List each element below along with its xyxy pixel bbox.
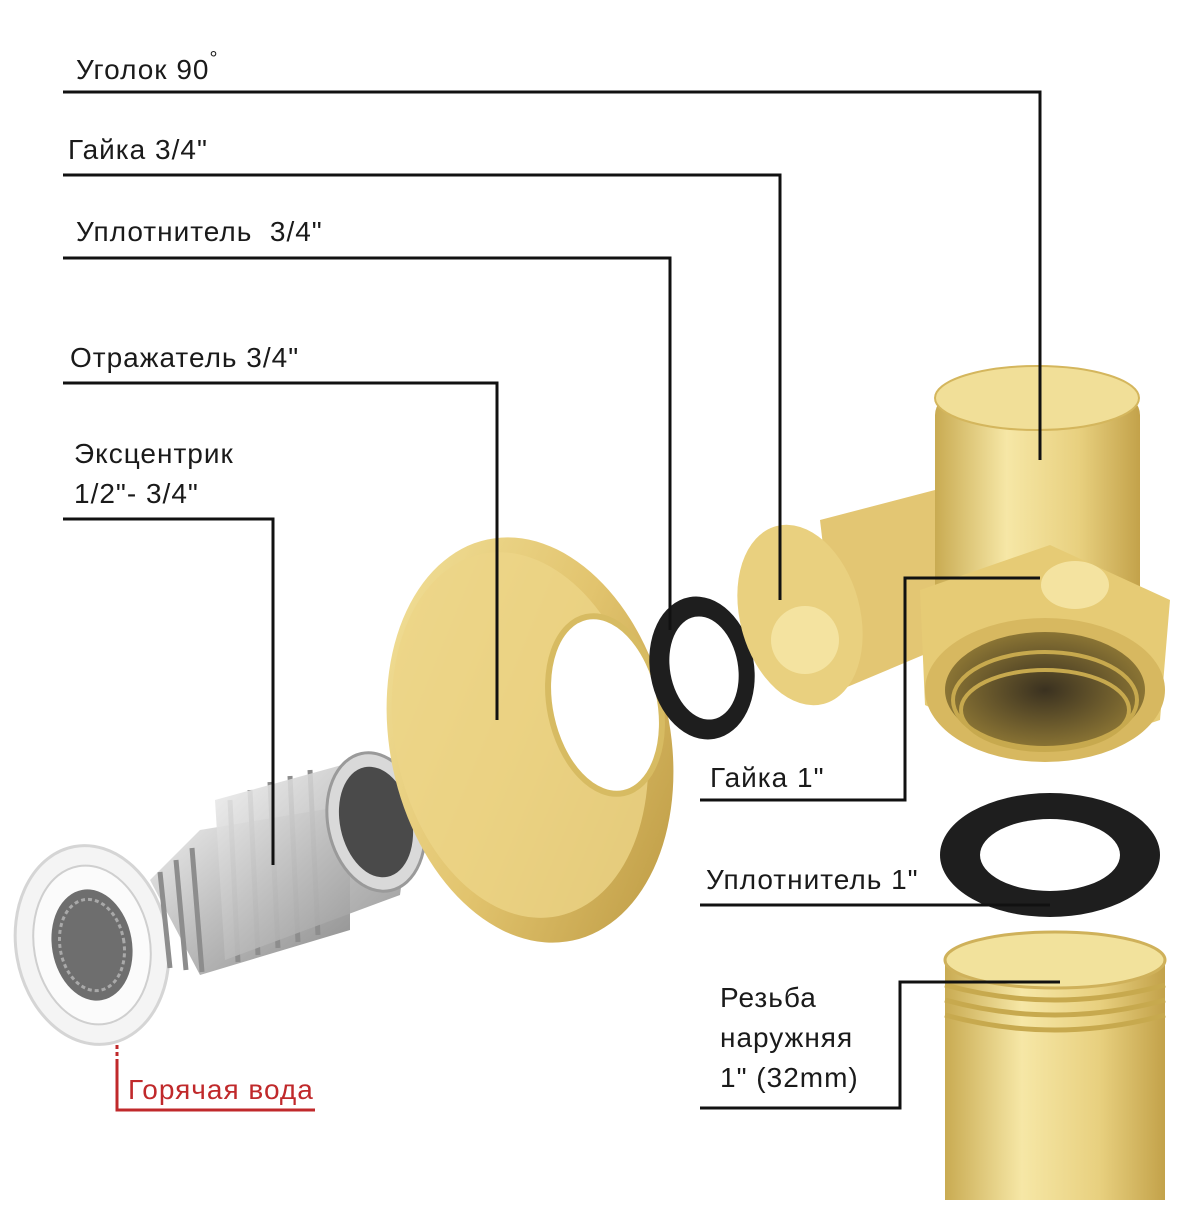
leader-lines [63,90,1060,1110]
label-reflector: Отражатель 3/4" [70,342,300,373]
elbow-part [737,365,1170,762]
label-thread-line1: Резьба [720,982,817,1013]
label-thread-line2: наружняя [720,1022,854,1053]
label-seal-1: Уплотнитель 1" [706,864,919,895]
label-elbow: Уголок 90° [76,48,218,87]
seal-3-4-part [649,596,755,740]
leader-eccentric [63,517,275,865]
label-seal-3-4: Уплотнитель 3/4" [76,216,323,247]
wall-fitting [13,844,171,1046]
leader-nut-1 [700,576,1040,802]
leader-seal-3-4 [63,256,672,630]
reflector-part [386,537,674,943]
label-nut-1: Гайка 1" [710,762,825,793]
label-eccentric-line1: Эксцентрик [74,438,234,469]
seal-1-part [940,793,1160,917]
leader-nut-3-4 [63,173,782,600]
leader-elbow [63,90,1042,460]
label-thread-line3: 1" (32mm) [720,1062,859,1093]
eccentric-part [150,751,427,975]
threaded-pipe-part [943,930,1167,1200]
label-eccentric-line2: 1/2"- 3/4" [74,478,199,509]
leader-reflector [63,381,499,720]
leader-thread [700,980,1060,1110]
degree-symbol: ° [209,48,219,70]
label-nut-3-4: Гайка 3/4" [68,134,208,165]
label-hot-water: Горячая вода [128,1074,314,1105]
label-elbow-text: Уголок 90 [76,54,210,85]
